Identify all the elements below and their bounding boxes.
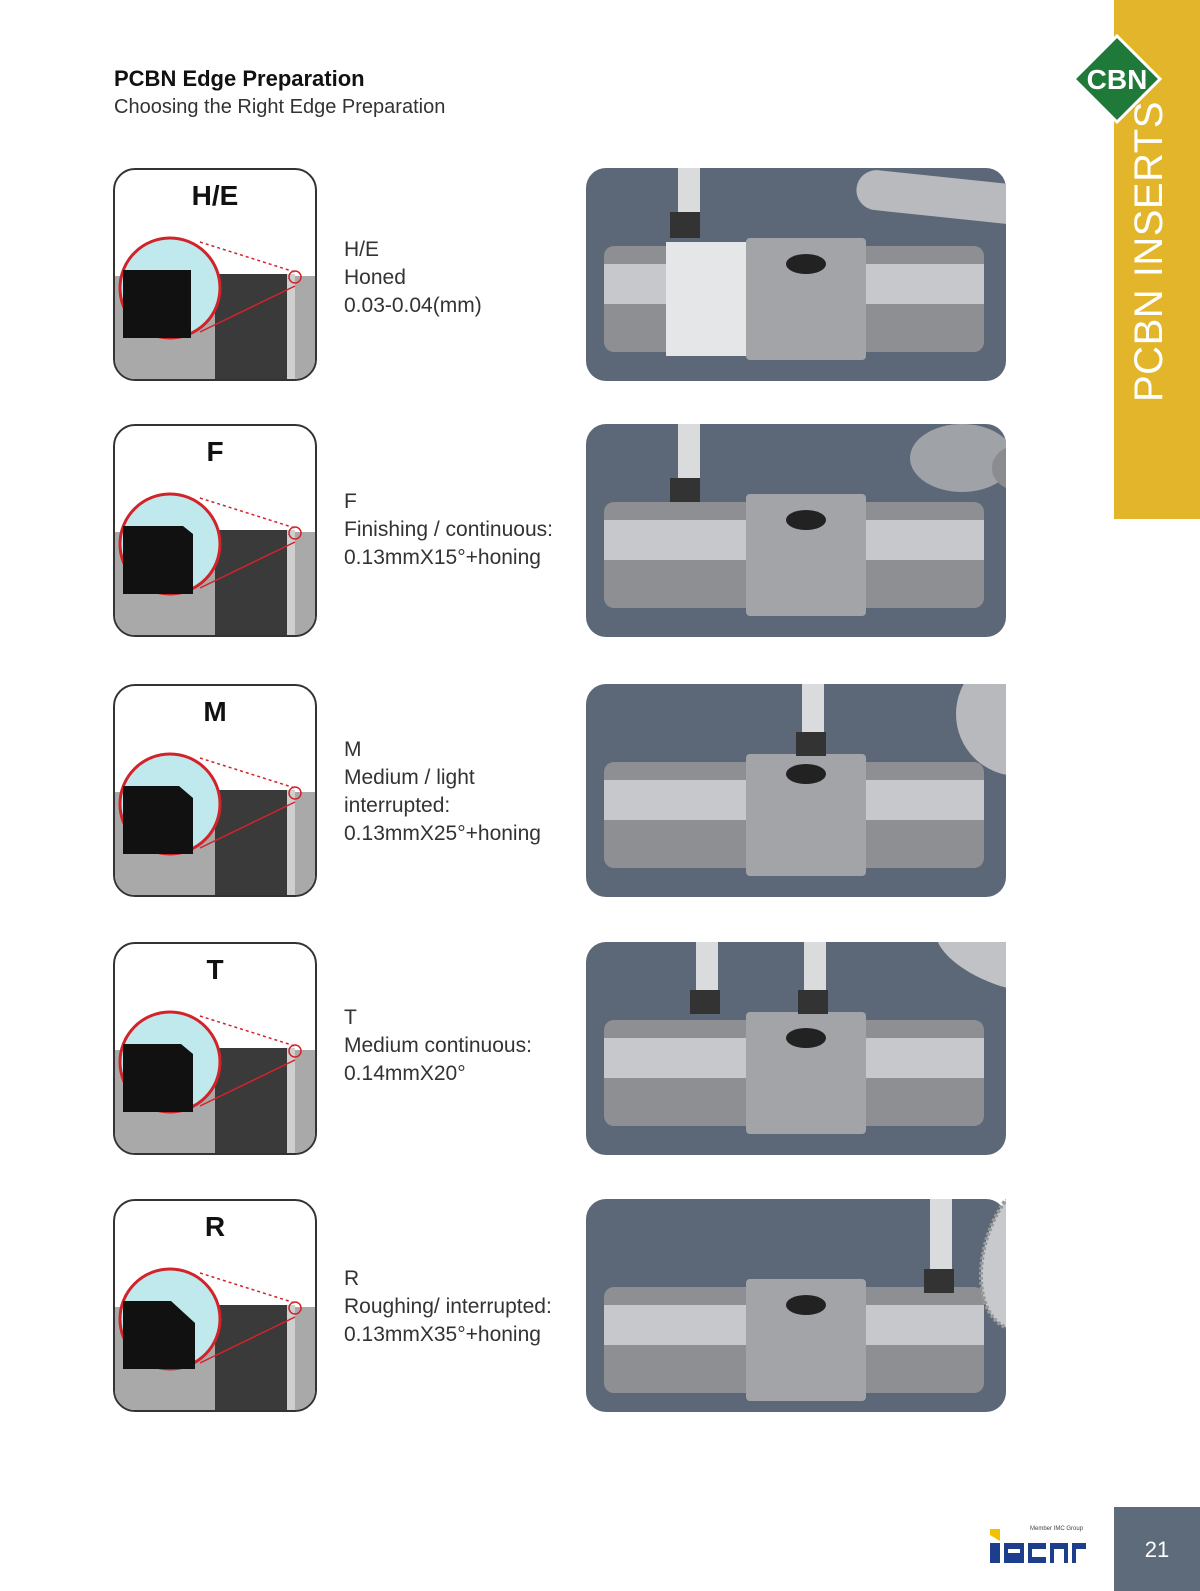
edge-description: M Medium / light interrupted: 0.13mmX25°… <box>344 736 541 848</box>
edge-desc-line: Medium continuous: <box>344 1034 532 1057</box>
edge-desc-line: R <box>344 1267 360 1290</box>
edge-diagram-m: M <box>113 684 317 897</box>
edge-desc-line: Roughing/ interrupted: <box>344 1295 552 1318</box>
edge-diagram-t: T <box>113 942 317 1155</box>
edge-description: H/E Honed 0.03-0.04(mm) <box>344 236 482 320</box>
edge-magnifier-icon <box>115 492 315 635</box>
workpiece-photo <box>586 942 1006 1155</box>
cbn-badge-icon: CBN <box>1072 34 1162 124</box>
workpiece-photo <box>586 168 1006 381</box>
edge-desc-line: 0.13mmX15°+honing <box>344 546 541 569</box>
edge-diagram-r: R <box>113 1199 317 1412</box>
edge-desc-line: T <box>344 1006 357 1029</box>
iscar-logo-icon <box>990 1529 1086 1563</box>
edge-code-label: F <box>206 436 224 467</box>
page-subtitle: Choosing the Right Edge Preparation <box>114 96 446 118</box>
edge-desc-line: Honed <box>344 266 406 289</box>
edge-description: F Finishing / continuous: 0.13mmX15°+hon… <box>344 488 553 572</box>
edge-row-he: H/E H/E Honed 0.03-0.04(mm) <box>0 168 1100 384</box>
edge-magnifier-icon <box>115 236 315 379</box>
edge-magnifier-icon <box>115 1010 315 1153</box>
workpiece-photo <box>586 424 1006 637</box>
edge-description: R Roughing/ interrupted: 0.13mmX35°+honi… <box>344 1265 552 1349</box>
edge-desc-line: Medium / light <box>344 766 475 789</box>
edge-desc-line: H/E <box>344 238 380 261</box>
side-tab-label: PCBN INSERTS <box>1127 101 1171 402</box>
edge-diagram-f: F <box>113 424 317 637</box>
edge-description: T Medium continuous: 0.14mmX20° <box>344 1004 532 1088</box>
edge-code-label: H/E <box>191 180 239 211</box>
page-number: 21 <box>1144 1537 1170 1562</box>
edge-desc-line: F <box>344 490 357 513</box>
edge-magnifier-icon <box>115 1267 315 1410</box>
logo-tagline: Member IMC Group <box>1030 1526 1084 1532</box>
edge-desc-line: 0.03-0.04(mm) <box>344 294 482 317</box>
edge-code-label: R <box>204 1211 226 1242</box>
edge-desc-line: interrupted: <box>344 794 451 817</box>
edge-row-f: F F Finishing / continuous: 0.13mmX15°+h… <box>0 424 1100 640</box>
edge-desc-line: 0.13mmX25°+honing <box>344 822 541 845</box>
edge-magnifier-icon <box>115 752 315 895</box>
workpiece-photo <box>586 1199 1006 1412</box>
workpiece-photo <box>586 684 1006 897</box>
edge-code-label: M <box>203 696 227 727</box>
edge-row-m: M M Medium / light interrupted: 0.13mmX2… <box>0 684 1100 900</box>
edge-desc-line: 0.14mmX20° <box>344 1062 466 1085</box>
edge-code-label: T <box>206 954 224 985</box>
page-number-box: 21 <box>1114 1507 1200 1591</box>
edge-desc-line: M <box>344 738 362 761</box>
edge-row-t: T T Medium continuous: 0.14mmX20° <box>0 942 1100 1158</box>
edge-diagram-he: H/E <box>113 168 317 381</box>
page-title: PCBN Edge Preparation <box>114 66 365 91</box>
edge-row-r: R R Roughing/ interrupted: 0.13mmX35°+ho… <box>0 1199 1100 1415</box>
edge-desc-line: Finishing / continuous: <box>344 518 553 541</box>
cbn-badge-text: CBN <box>1087 64 1148 95</box>
edge-desc-line: 0.13mmX35°+honing <box>344 1323 541 1346</box>
